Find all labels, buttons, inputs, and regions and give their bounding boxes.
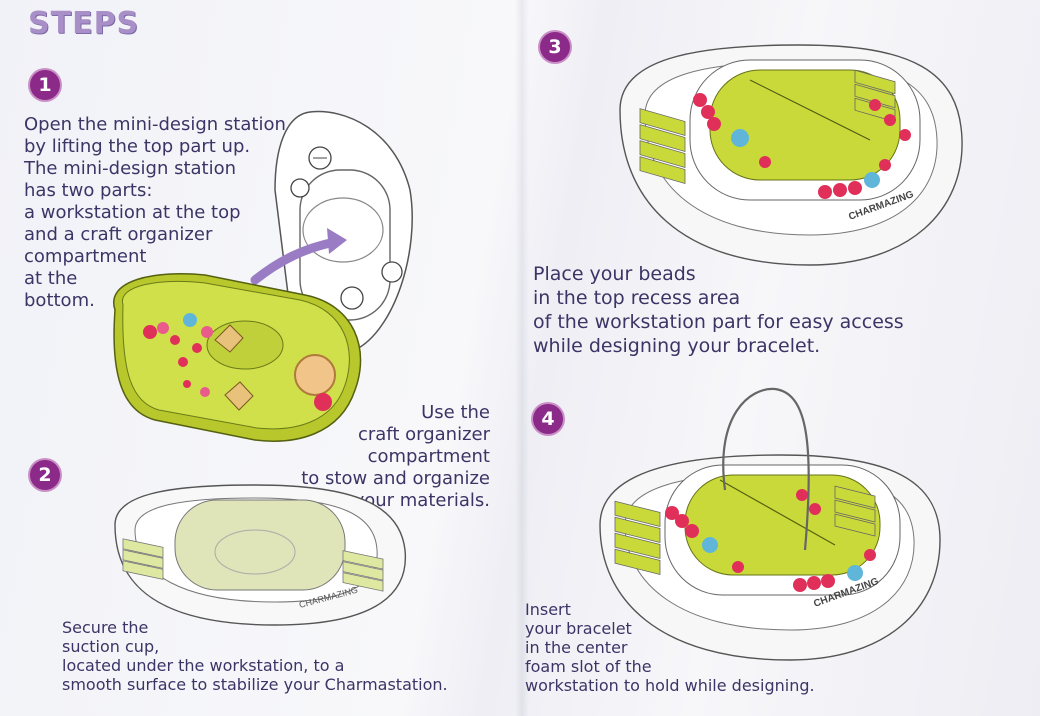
step-3-line: while designing your bracelet. [533, 334, 904, 358]
step-3-line: Place your beads [533, 262, 904, 286]
step-3-badge: 3 [540, 32, 570, 62]
steps-title: STEPS [28, 6, 139, 41]
step-2-badge: 2 [30, 460, 60, 490]
step-2-line: suction cup, [62, 637, 448, 656]
step-4-line: in the center [525, 638, 815, 657]
step-4-line: workstation to hold while designing. [525, 676, 815, 695]
step-1-illustration [95, 100, 435, 450]
step-4-line: foam slot of the [525, 657, 815, 676]
step-2-line: smooth surface to stabilize your Charmas… [62, 675, 448, 694]
step-2-line: located under the workstation, to a [62, 656, 448, 675]
step-3-line: of the workstation part for easy access [533, 310, 904, 334]
step-4-line: your bracelet [525, 619, 815, 638]
step-3-line: in the top recess area [533, 286, 904, 310]
step-3-illustration: CHARMAZING [610, 40, 970, 270]
step-4-text: Insert your bracelet in the center foam … [525, 600, 815, 695]
step-2-text: Secure the suction cup, located under th… [62, 618, 448, 694]
step-3-text: Place your beads in the top recess area … [533, 262, 904, 358]
step-1-badge: 1 [30, 70, 60, 100]
step-2-line: Secure the [62, 618, 448, 637]
step-4-line: Insert [525, 600, 815, 619]
step-4-badge: 4 [533, 404, 563, 434]
step-2-illustration: CHARMAZING [105, 480, 415, 630]
